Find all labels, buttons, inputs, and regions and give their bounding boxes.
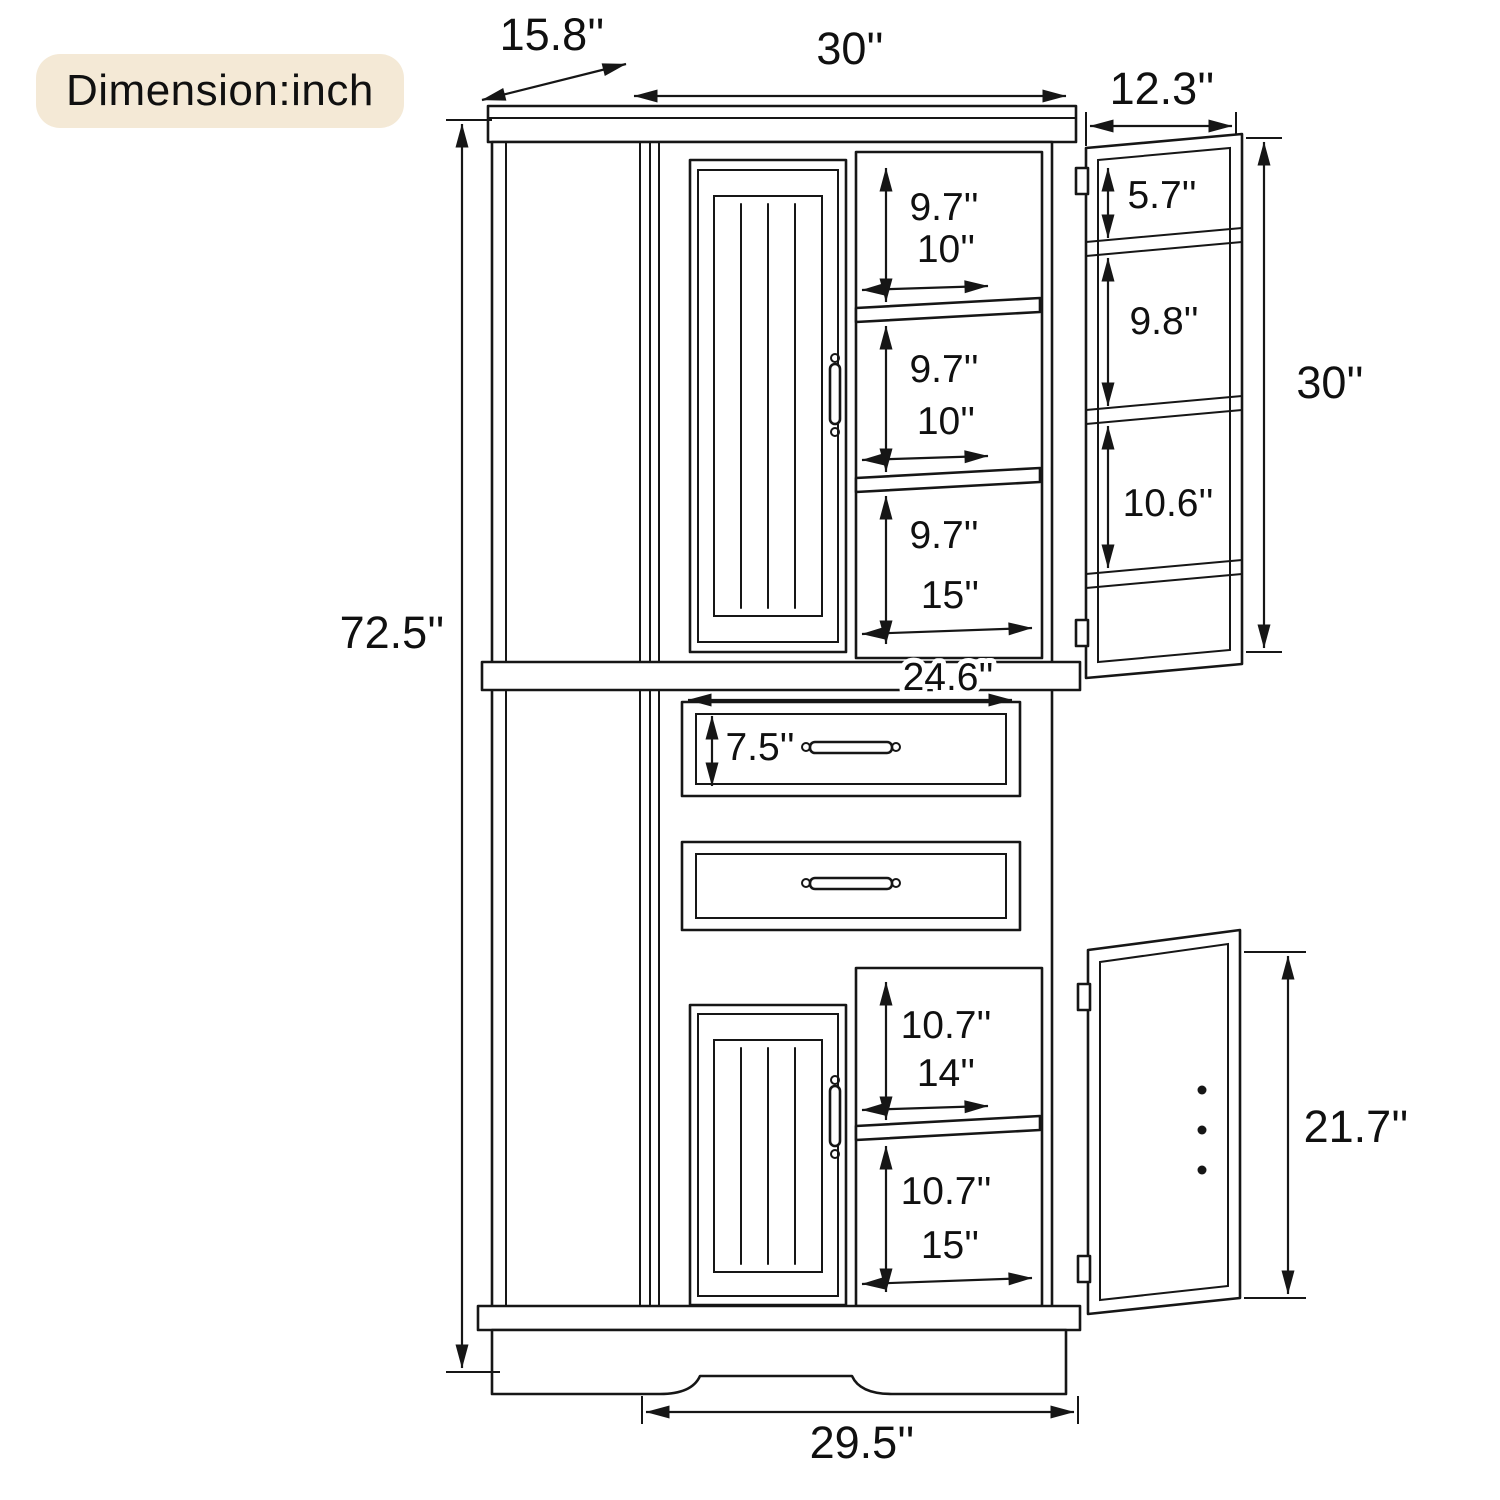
dim-label-lower-gap-1: 10.7'' <box>901 1004 992 1047</box>
dim-lower-shelf-depth: 14'' <box>861 1047 989 1116</box>
upper-open-door <box>1074 132 1244 680</box>
dim-lower-shelf-gap-1: 10.7'' <box>879 981 996 1121</box>
lower-shelf <box>854 1114 1042 1142</box>
dim-top-depth: 15.8'' <box>481 4 627 102</box>
drawer-1 <box>680 700 1022 798</box>
dim-upper-opening-width: 15'' <box>861 569 1033 640</box>
hinge-icon <box>1074 166 1090 196</box>
dim-overall-height: 72.5'' <box>335 119 500 1373</box>
dim-upper-shelf-gap-2: 9.7'' <box>879 325 984 473</box>
dim-label-top-width: 30'' <box>816 23 883 74</box>
unit-badge: Dimension:inch <box>36 54 404 128</box>
dim-label-upper-opening-width: 15'' <box>921 574 979 617</box>
dim-upper-door-width: 12.3'' <box>1085 58 1237 146</box>
dim-label-lower-shelf-depth: 14'' <box>917 1052 975 1095</box>
dim-door-rack-top: 5.7'' <box>1101 167 1202 239</box>
door-handle-icon <box>828 1075 842 1159</box>
upper-left-door <box>688 158 848 654</box>
dim-label-lower-opening-width: 15'' <box>921 1224 979 1267</box>
upper-shelf-2 <box>854 466 1042 494</box>
dim-label-shelf-gap-2: 9.7'' <box>909 348 978 391</box>
dim-label-shelf-depth-2: 10'' <box>917 400 975 443</box>
dim-upper-shelf-gap-3: 9.7'' <box>879 495 984 645</box>
shelf-pin-hole <box>1197 1125 1207 1135</box>
lower-open-door <box>1076 928 1242 1316</box>
dim-drawer-width: 24.6'' <box>687 651 1013 707</box>
dim-upper-shelf-depth-1: 10'' <box>861 223 989 296</box>
drawer-handle-icon <box>801 876 901 891</box>
dim-upper-door-height: 30'' <box>1246 137 1369 653</box>
dim-label-upper-door-width: 12.3'' <box>1110 63 1215 114</box>
cabinet-cornice <box>486 104 1078 144</box>
dim-label-rack-bottom: 10.6'' <box>1123 482 1214 525</box>
dim-upper-shelf-depth-2: 10'' <box>861 395 989 466</box>
dim-label-drawer-height: 7.5'' <box>725 726 794 769</box>
dim-lower-opening-width: 15'' <box>861 1219 1033 1290</box>
dim-label-lower-gap-2: 10.7'' <box>901 1170 992 1213</box>
dim-base-width: 29.5'' <box>641 1396 1079 1473</box>
hinge-icon <box>1076 1254 1092 1284</box>
middle-board <box>480 660 1082 692</box>
dim-label-base-width: 29.5'' <box>810 1417 915 1468</box>
shelf-pin-hole <box>1197 1085 1207 1095</box>
dim-door-rack-bottom: 10.6'' <box>1101 425 1218 569</box>
dim-drawer-height: 7.5'' <box>705 715 800 787</box>
door-handle-icon <box>828 353 842 437</box>
unit-badge-label: Dimension:inch <box>66 66 374 115</box>
dim-label-overall-height: 72.5'' <box>340 607 445 658</box>
dim-lower-shelf-gap-2: 10.7'' <box>879 1145 996 1293</box>
dim-label-shelf-gap-3: 9.7'' <box>909 514 978 557</box>
cabinet-drawing <box>476 104 1244 1396</box>
drawer-2 <box>680 840 1022 932</box>
hinge-icon <box>1074 618 1090 648</box>
dim-label-top-depth: 15.8'' <box>500 9 605 60</box>
dim-label-upper-door-height: 30'' <box>1296 357 1363 408</box>
dim-door-rack-middle: 9.8'' <box>1101 257 1204 407</box>
dim-label-shelf-depth-1: 10'' <box>917 228 975 271</box>
dim-label-rack-top: 5.7'' <box>1127 174 1196 217</box>
dim-upper-shelf-gap-1: 9.7'' <box>879 167 984 303</box>
dimension-annotations: 15.8'' 30'' 12.3'' 72.5'' <box>335 4 1414 1473</box>
lower-left-door <box>688 1003 848 1307</box>
dim-label-lower-door-height: 21.7'' <box>1304 1101 1409 1152</box>
dim-top-width: 30'' <box>633 18 1067 103</box>
drawer-handle-icon <box>801 740 901 755</box>
upper-shelf-1 <box>854 296 1042 324</box>
dim-label-drawer-width: 24.6'' <box>903 656 994 699</box>
dim-label-shelf-gap-1: 9.7'' <box>909 186 978 229</box>
cabinet-base <box>476 1304 1082 1396</box>
hinge-icon <box>1076 982 1092 1012</box>
shelf-pin-hole <box>1197 1165 1207 1175</box>
dim-lower-door-height: 21.7'' <box>1244 951 1413 1299</box>
dim-label-rack-middle: 9.8'' <box>1129 300 1198 343</box>
